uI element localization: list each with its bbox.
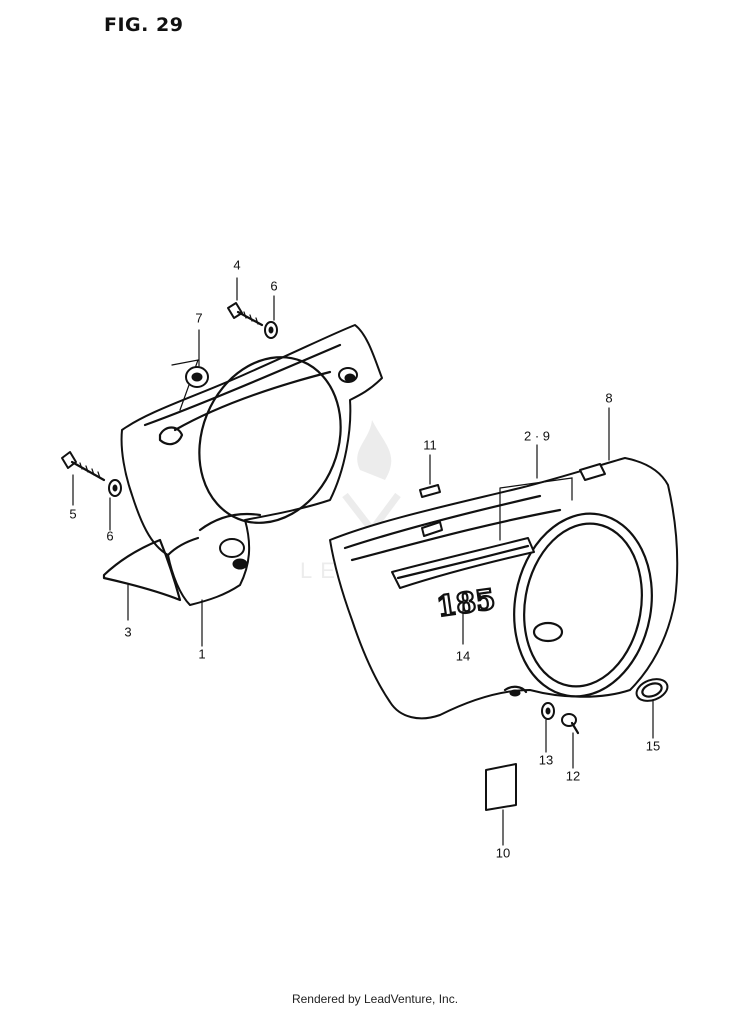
bolt-part-4 [227, 302, 264, 327]
grommet-part-7 [171, 359, 209, 411]
callout-3: 3 [124, 624, 132, 640]
screw-part-12 [561, 713, 580, 735]
svg-text:185: 185 [435, 583, 497, 624]
callout-8: 8 [605, 390, 613, 406]
grommet-part-13 [541, 702, 555, 720]
footer-credit: Rendered by LeadVenture, Inc. [291, 992, 459, 1006]
badge-part-15 [635, 678, 669, 702]
callout-15: 15 [645, 738, 661, 754]
callout-7: 7 [195, 310, 203, 326]
cushion-part-3 [102, 538, 182, 602]
callout-10: 10 [495, 845, 511, 861]
callout-11: 11 [423, 437, 437, 453]
clip-part-11 [419, 484, 441, 498]
leader-bracket-2-9 [499, 444, 573, 541]
washer-part-6-upper [264, 321, 278, 339]
callout-4: 4 [233, 257, 241, 273]
callout-14: 14 [455, 648, 471, 664]
callout-1: 1 [198, 646, 206, 662]
leader-lines [72, 277, 654, 846]
callout-13: 13 [538, 752, 554, 768]
washer-part-6-lower [108, 479, 122, 497]
left-frame-cover [120, 324, 383, 606]
callout-12: 12 [565, 768, 581, 784]
label-part-10 [485, 763, 517, 811]
callout-2-9: 2 · 9 [523, 428, 551, 444]
callout-6-upper: 6 [270, 278, 278, 294]
callout-5: 5 [69, 506, 77, 522]
emblem-185: 185 [434, 581, 499, 624]
figure-title: FIG. 29 [104, 14, 184, 36]
right-frame-cover [329, 457, 679, 720]
bolt-part-5 [61, 451, 106, 482]
callout-6-lower: 6 [106, 528, 114, 544]
